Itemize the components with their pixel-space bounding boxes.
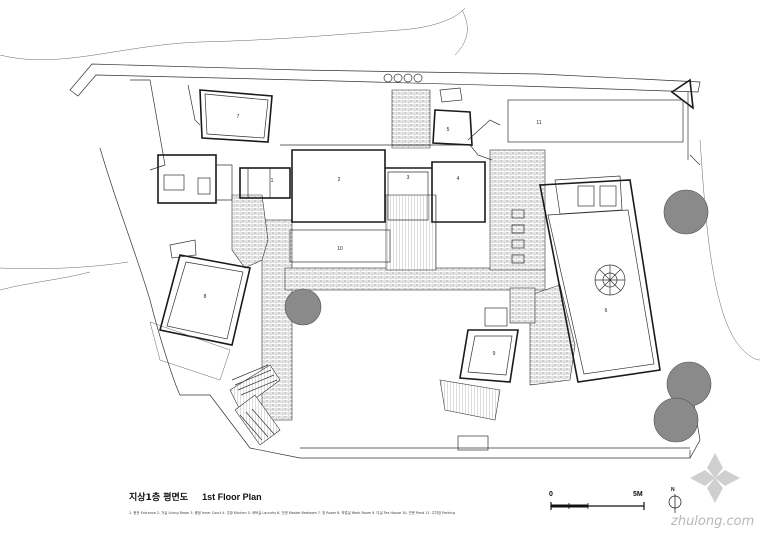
site-boundary [69,63,701,459]
scale-end-label: 5M [633,491,643,498]
north-label: N [671,487,675,493]
master-bedroom-building [539,175,661,383]
tree-icon [663,189,709,235]
drawing-title-block: 지상1층 평면도 1st Floor Plan 1. 현관 Entrance 2… [129,490,455,515]
work-room-building [149,239,251,381]
room-number-7: 7 [237,114,240,120]
room-7-building [199,89,273,143]
scale-start-label: 0 [549,491,553,498]
tree-icon [284,288,322,326]
stairs [231,364,278,441]
room-number-3: 3 [407,175,410,181]
room-labels: 1 2 3 4 5 6 7 8 9 10 11 [204,114,608,357]
watermark-text: zhulong.com [671,514,755,529]
scale-bar: 0 5M [548,490,652,520]
tea-house-building [459,307,519,383]
laundry-building [432,87,473,146]
room-number-5: 5 [447,127,450,133]
trees [284,189,712,443]
tree-icon [653,397,699,443]
bath-annex [157,154,233,204]
scale-bar-graphic [550,502,645,510]
parking-area [507,99,684,143]
watermark-logo-icon [690,453,740,503]
room-legend: 1. 현관 Entrance 2. 거실 Living Room 3. 중정 I… [129,511,455,515]
drawing-title-korean: 지상1층 평면도 [129,493,189,503]
entrance-block [239,167,291,199]
room-number-8: 8 [204,294,207,300]
site-contours [0,7,760,361]
room-number-6: 6 [605,308,608,314]
drawing-title-english: 1st Floor Plan [202,492,262,502]
room-number-1: 1 [271,178,274,184]
main-house [280,119,501,263]
room-number-9: 9 [493,351,496,357]
paved-walkways [231,89,576,421]
room-number-2: 2 [338,177,341,183]
room-number-11: 11 [536,120,541,126]
north-arrow-icon: N [665,487,685,517]
room-number-10: 10 [337,246,343,252]
planters [383,73,525,451]
room-number-4: 4 [457,176,460,182]
